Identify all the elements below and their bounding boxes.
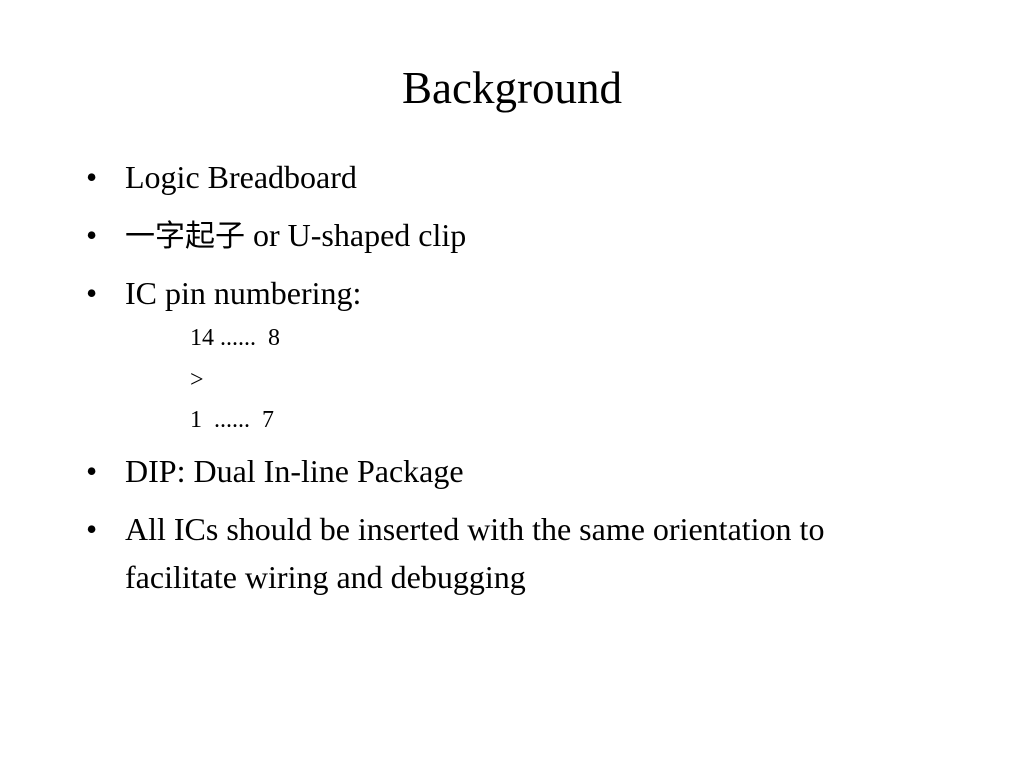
bullet-marker: • [86,511,98,547]
bullet-text: Logic Breadboard [125,159,357,195]
bullet-item-ic-orientation: • All ICs should be inserted with the sa… [86,505,936,601]
bullet-text: 一字起子 or U-shaped clip [125,211,936,261]
bullet-text-rest: or U-shaped clip [245,217,467,253]
bullet-marker: • [86,275,98,311]
pin-line-bottom: 1 ...... 7 [190,407,274,433]
bullet-text: DIP: Dual In-line Package [125,453,464,489]
bullet-text: All ICs should be inserted with the same… [125,511,825,595]
bullet-marker: • [86,217,98,253]
bullet-item-logic-breadboard: • Logic Breadboard [86,153,936,201]
bullet-item-dip: • DIP: Dual In-line Package [86,447,936,495]
bullet-text: IC pin numbering: [125,275,362,311]
slide-title: Background [402,63,622,113]
bullet-item-ic-pin-numbering: • IC pin numbering: [86,269,936,317]
bullet-marker: • [86,159,98,195]
bullet-marker: • [86,453,98,489]
pin-line-top: 14 ...... 8 [190,325,280,351]
pin-line-notch: > [190,367,204,393]
bullet-text-cjk: 一字起子 [125,219,245,254]
bullet-item-screwdriver-clip: • 一字起子 or U-shaped clip [86,211,936,261]
